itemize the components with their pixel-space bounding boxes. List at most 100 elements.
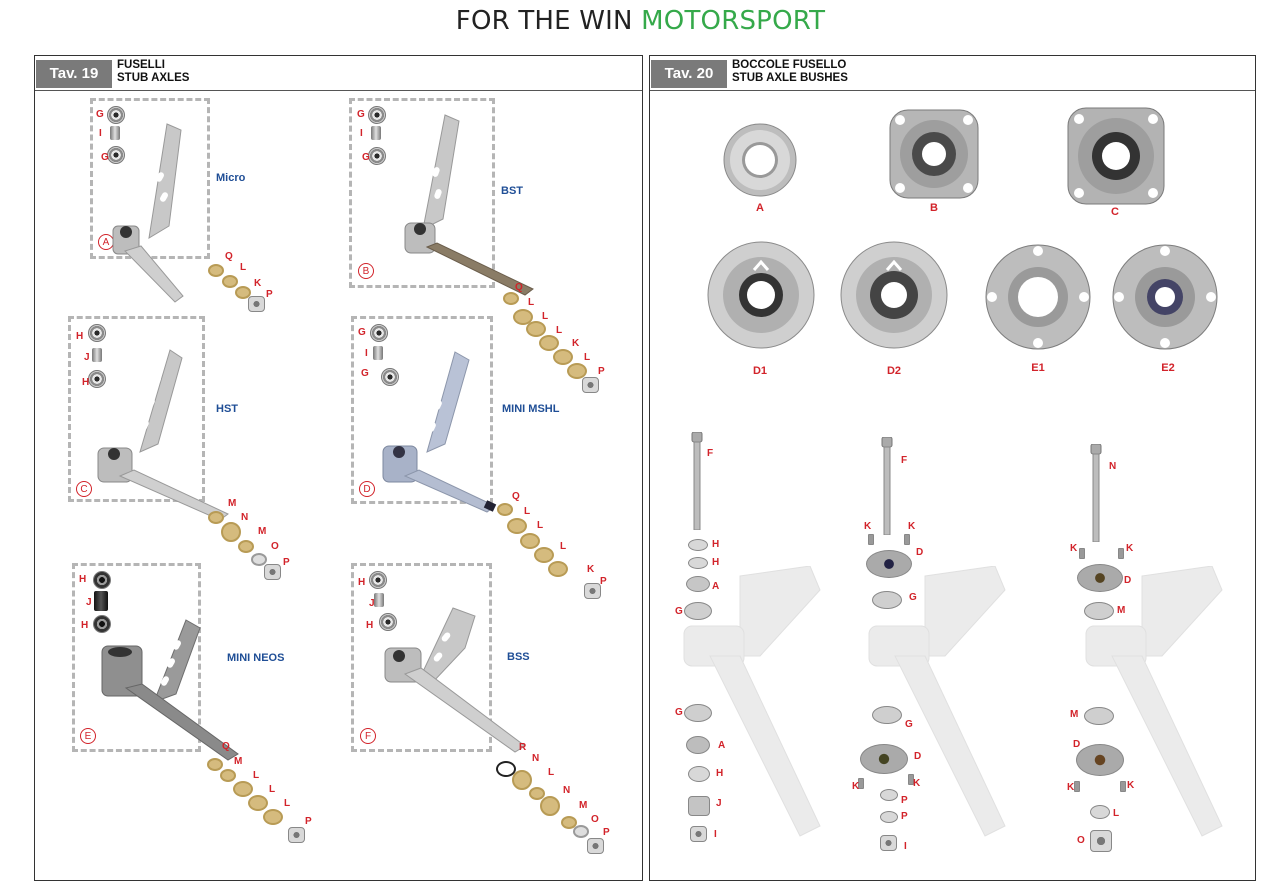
spacer-i — [371, 126, 381, 140]
screw-k — [904, 534, 910, 545]
label-n: N — [1109, 461, 1117, 472]
label-j: J — [716, 798, 722, 809]
label-n: N — [532, 753, 540, 764]
bush-b-label: B — [930, 202, 938, 214]
label-p: P — [603, 827, 610, 838]
nut-p — [248, 296, 265, 312]
bush-e2-image — [1112, 244, 1218, 350]
kit-c-box — [68, 316, 205, 502]
kit-e-box — [72, 563, 201, 752]
label-l: L — [560, 541, 567, 552]
bearing-g — [370, 324, 388, 342]
label-d: D — [916, 547, 924, 558]
ring-l — [526, 321, 546, 337]
label-p: P — [283, 557, 290, 568]
label-g: G — [96, 109, 104, 120]
tav19-panel: Tav. 19 FUSELLI STUB AXLES A Micro G I G… — [34, 55, 643, 881]
label-n: N — [563, 785, 571, 796]
label-g: G — [675, 606, 683, 617]
label-i: I — [99, 128, 102, 139]
ring-o — [573, 825, 589, 838]
ring-q — [497, 503, 513, 516]
ring-l — [513, 309, 533, 325]
screw-k — [1120, 781, 1126, 792]
label-k: K — [908, 521, 916, 532]
screw-k — [1118, 548, 1124, 559]
bush-d — [1076, 744, 1124, 776]
label-p: P — [600, 576, 607, 587]
label-g: G — [358, 327, 366, 338]
stub-axle-b — [404, 114, 534, 296]
label-j: J — [84, 352, 90, 363]
tav20-title-it: BOCCOLE FUSELLO — [732, 59, 847, 71]
tav19-title: FUSELLI STUB AXLES — [117, 59, 189, 85]
label-k: K — [1067, 782, 1075, 793]
label-a: A — [712, 581, 720, 592]
bearing-g — [107, 146, 125, 164]
label-l: L — [284, 798, 291, 809]
washer-h — [688, 766, 710, 782]
label-g: G — [905, 719, 913, 730]
bush-d2-image — [840, 241, 948, 349]
screw-k — [1079, 548, 1085, 559]
nut-p — [288, 827, 305, 843]
label-p: P — [598, 366, 605, 377]
ring-l — [507, 518, 527, 534]
bearing-h — [88, 370, 106, 388]
washer-l — [1090, 805, 1110, 819]
washer-m — [1084, 707, 1114, 725]
label-m: M — [1070, 709, 1079, 720]
bearing-g — [368, 106, 386, 124]
kit-b-id: B — [358, 263, 374, 279]
kit-f-id: F — [360, 728, 376, 744]
bush-d — [1077, 564, 1123, 592]
screw-k — [868, 534, 874, 545]
tav20-header: Tav. 20 BOCCOLE FUSELLO STUB AXLE BUSHES — [650, 56, 1255, 91]
label-l: L — [584, 352, 591, 363]
screw-k — [858, 778, 864, 789]
ring-q — [207, 758, 223, 771]
kit-a-model: Micro — [216, 172, 246, 184]
washer-m — [1084, 602, 1114, 620]
stub-axle-f — [384, 607, 526, 753]
bolt-f — [691, 432, 703, 530]
label-k: K — [1126, 543, 1134, 554]
bush-a — [686, 736, 710, 754]
ring-k — [548, 561, 568, 577]
bush-e1-label: E1 — [1031, 362, 1045, 374]
label-f: F — [707, 448, 714, 459]
label-h: H — [712, 557, 720, 568]
stub-axle-e — [101, 619, 239, 761]
kit-e-model: MINI NEOS — [227, 652, 285, 664]
site-title: FOR THE WIN MOTORSPORT — [0, 6, 1281, 36]
tav20-title-en: STUB AXLE BUSHES — [732, 72, 848, 84]
label-l: L — [269, 784, 276, 795]
bush-n — [540, 796, 560, 816]
kit-d-id: D — [359, 481, 375, 497]
bearing-h — [369, 571, 387, 589]
kit-e-id: E — [80, 728, 96, 744]
label-a: A — [718, 740, 726, 751]
label-j: J — [369, 598, 375, 609]
ring-q — [503, 292, 519, 305]
spacer-i — [373, 346, 383, 360]
label-q: Q — [512, 491, 520, 502]
label-k: K — [913, 778, 921, 789]
kit-f-model: BSS — [507, 651, 530, 663]
nut-i — [690, 826, 707, 842]
ring-l — [539, 335, 559, 351]
label-n: N — [241, 512, 249, 523]
label-r: R — [519, 742, 527, 753]
label-h: H — [366, 620, 374, 631]
washer-g — [872, 591, 902, 609]
washer-p — [880, 811, 898, 823]
bush-n — [221, 522, 241, 542]
washer-h — [688, 539, 708, 551]
label-k: K — [254, 278, 262, 289]
stub-axle-d — [382, 351, 497, 513]
label-m: M — [1117, 605, 1126, 616]
label-h: H — [81, 620, 89, 631]
bearing-h — [93, 615, 111, 633]
label-h: H — [358, 577, 366, 588]
ring-l — [263, 809, 283, 825]
